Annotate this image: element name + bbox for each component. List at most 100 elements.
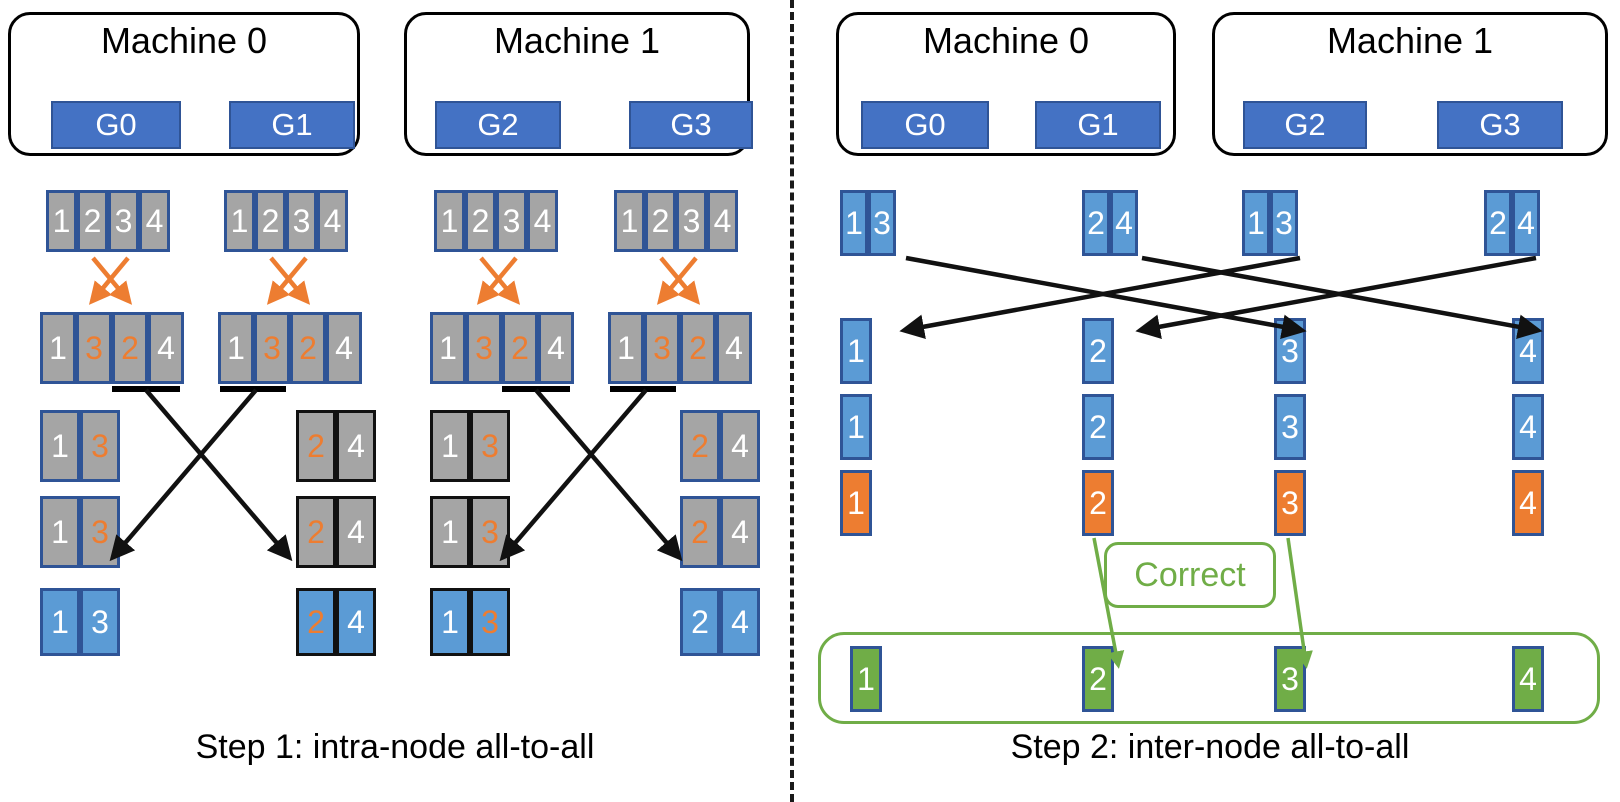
left-machine-0-box: Machine 0 G0 G1 (8, 12, 360, 156)
cell: 1 (430, 312, 466, 384)
left-pair-lower-3: 2 4 (680, 496, 760, 568)
right-blue2-1: 2 (1082, 394, 1114, 460)
cell: 1 (40, 410, 80, 482)
right-machine-1-title: Machine 1 (1326, 20, 1494, 61)
right-blue1-1: 2 (1082, 318, 1114, 384)
cell: 4 (720, 496, 760, 568)
cell: 2 (255, 190, 286, 252)
right-orange-1: 2 (1082, 470, 1114, 536)
cell: 4 (720, 410, 760, 482)
cell: 1 (430, 496, 470, 568)
cell: 4 (336, 410, 376, 482)
right-green-1: 2 (1082, 646, 1114, 712)
left-swapped-group-1: 1 3 2 4 (218, 312, 362, 384)
right-green-3: 4 (1512, 646, 1544, 712)
cell: 1 (40, 588, 80, 656)
left-panel-caption: Step 1: intra-node all-to-all (195, 728, 595, 766)
cell: 4 (720, 588, 760, 656)
right-machine-1-gpu-0: G2 (1243, 101, 1367, 149)
left-machine-0-title: Machine 0 (100, 20, 268, 61)
right-panel-caption: Step 2: inter-node all-to-all (1010, 728, 1410, 766)
left-result-0: 1 3 (40, 588, 120, 656)
right-machine-0-box: Machine 0 G0 G1 (836, 12, 1176, 156)
cell: 2 (290, 312, 326, 384)
left-input-group-2: 1 2 3 4 (434, 190, 558, 252)
cell: 2 (680, 312, 716, 384)
left-input-group-1: 1 2 3 4 (224, 190, 348, 252)
cell: 3 (470, 410, 510, 482)
cell: 4 (336, 496, 376, 568)
cell: 3 (108, 190, 139, 252)
cell: 3 (470, 496, 510, 568)
cell: 2 (296, 410, 336, 482)
cell: 4 (1110, 190, 1138, 256)
left-result-3: 2 4 (680, 588, 760, 656)
left-swapped-group-3: 1 3 2 4 (608, 312, 752, 384)
cell: 2 (680, 588, 720, 656)
cell: 1 (430, 588, 470, 656)
cell: 4 (716, 312, 752, 384)
cell: 3 (496, 190, 527, 252)
right-machine-0-title: Machine 0 (922, 20, 1090, 61)
cell: 1 (40, 496, 80, 568)
left-pair-upper-2: 1 3 (430, 410, 510, 482)
cell: 1 (840, 190, 868, 256)
left-machine-1-box: Machine 1 G2 G3 (404, 12, 753, 156)
right-blue2-0: 1 (840, 394, 872, 460)
cell: 2 (680, 496, 720, 568)
cell: 1 (46, 190, 77, 252)
cell: 4 (1512, 190, 1540, 256)
cell: 2 (296, 588, 336, 656)
left-input-group-3: 1 2 3 4 (614, 190, 738, 252)
right-blue1-3: 4 (1512, 318, 1544, 384)
cell: 3 (676, 190, 707, 252)
cell: 1 (218, 312, 254, 384)
right-orange-0: 1 (840, 470, 872, 536)
left-result-1: 2 4 (296, 588, 376, 656)
left-underbar-1 (220, 386, 286, 392)
correct-callout: Correct (1104, 542, 1276, 608)
cell: 2 (465, 190, 496, 252)
left-machine-0-gpu-0: G0 (51, 101, 181, 149)
left-pair-lower-2: 1 3 (430, 496, 510, 568)
left-pair-upper-1: 2 4 (296, 410, 376, 482)
left-machine-0-gpu-1: G1 (229, 101, 355, 149)
right-internode-arrows (899, 255, 1543, 339)
cell: 3 (286, 190, 317, 252)
cell: 4 (139, 190, 170, 252)
right-orange-3: 4 (1512, 470, 1544, 536)
right-green-2: 3 (1274, 646, 1306, 712)
cell: 1 (608, 312, 644, 384)
left-pair-upper-0: 1 3 (40, 410, 120, 482)
right-machine-0-gpu-1: G1 (1035, 101, 1161, 149)
right-green-0: 1 (850, 646, 882, 712)
right-input-3: 2 4 (1484, 190, 1540, 256)
left-machine-1-gpu-0: G2 (435, 101, 561, 149)
left-machine-1-title: Machine 1 (493, 20, 661, 61)
cell: 2 (645, 190, 676, 252)
cell: 4 (527, 190, 558, 252)
cell: 1 (224, 190, 255, 252)
right-blue2-3: 4 (1512, 394, 1544, 460)
left-result-2: 1 3 (430, 588, 510, 656)
right-input-1: 2 4 (1082, 190, 1138, 256)
correct-result-container (818, 632, 1600, 724)
left-m0-cross-arrows (109, 388, 293, 562)
cell: 3 (466, 312, 502, 384)
cell: 3 (254, 312, 290, 384)
left-pair-lower-0: 1 3 (40, 496, 120, 568)
right-blue1-2: 3 (1274, 318, 1306, 384)
right-input-0: 1 3 (840, 190, 896, 256)
left-machine-1-gpu-1: G3 (629, 101, 753, 149)
left-underbar-3 (610, 386, 676, 392)
right-blue1-0: 1 (840, 318, 872, 384)
cell: 4 (336, 588, 376, 656)
cell: 4 (538, 312, 574, 384)
cell: 2 (680, 410, 720, 482)
right-blue2-2: 3 (1274, 394, 1306, 460)
cell: 3 (644, 312, 680, 384)
cell: 3 (470, 588, 510, 656)
cell: 3 (1270, 190, 1298, 256)
cell: 3 (80, 588, 120, 656)
